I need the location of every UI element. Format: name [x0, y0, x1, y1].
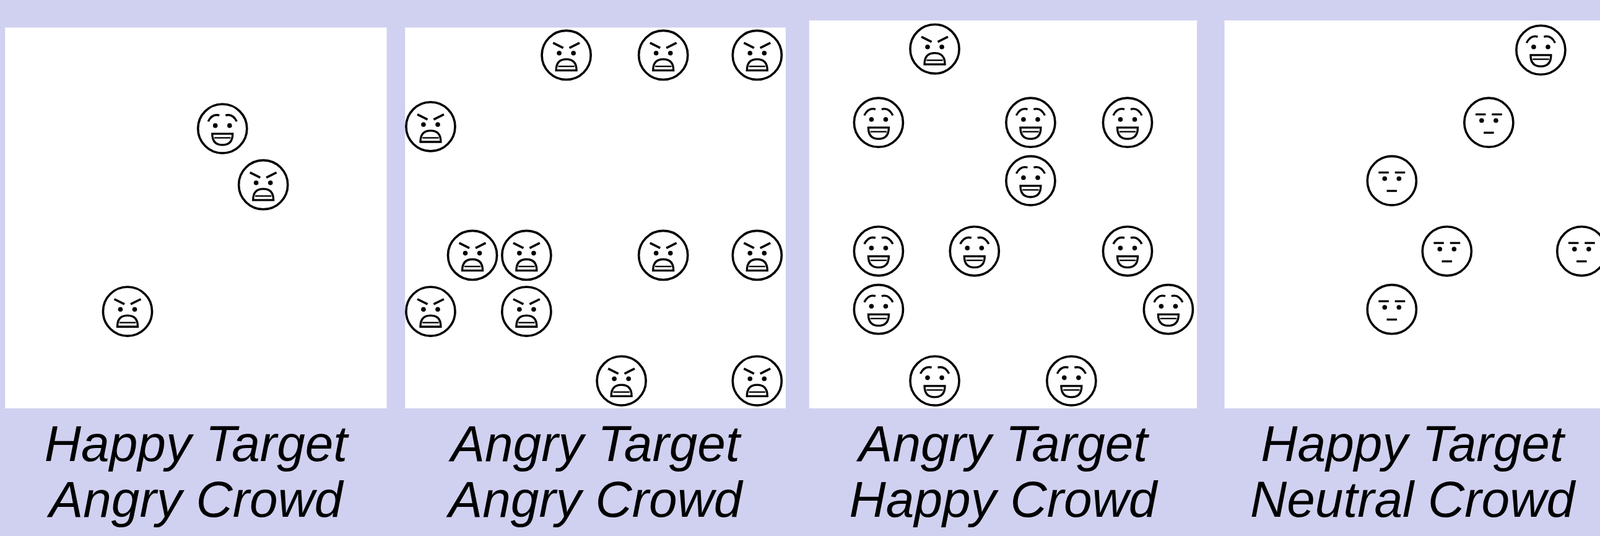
panel-ground — [1224, 20, 1600, 409]
angry-face — [639, 30, 688, 80]
angry-face — [502, 286, 552, 336]
happy-face — [198, 104, 248, 153]
neutral-face — [1422, 226, 1472, 276]
angry-face — [732, 30, 782, 80]
neutral-face — [1464, 97, 1514, 147]
angry-face — [541, 30, 591, 80]
angry-face — [102, 286, 152, 336]
angry-face — [639, 230, 688, 280]
angry-face — [239, 160, 288, 210]
condition-caption: Happy Target Angry Crowd — [4, 415, 387, 527]
angry-face — [732, 230, 782, 280]
happy-face — [1006, 156, 1056, 205]
angry-face — [447, 230, 497, 280]
angry-face — [406, 102, 456, 152]
condition-caption: Happy Target Neutral Crowd — [1224, 415, 1600, 527]
panel-ground — [809, 20, 1197, 409]
happy-face — [1516, 25, 1566, 75]
panel-ground — [4, 27, 387, 409]
happy-face — [1102, 97, 1152, 147]
angry-face — [502, 230, 552, 280]
happy-face — [1143, 284, 1193, 334]
stimulus-panel: Angry Target Angry Crowd — [404, 27, 786, 409]
stimulus-panel: Happy Target Angry Crowd — [4, 27, 387, 409]
happy-face — [910, 356, 960, 405]
happy-face — [1047, 356, 1096, 405]
neutral-face — [1367, 284, 1417, 334]
happy-face — [853, 97, 903, 147]
angry-face — [406, 286, 456, 336]
happy-face — [853, 226, 903, 276]
happy-face — [949, 226, 999, 276]
neutral-face — [1367, 156, 1417, 205]
happy-face — [1006, 97, 1056, 147]
stimulus-panel: Angry Target Happy Crowd — [809, 20, 1197, 409]
happy-face — [853, 284, 903, 334]
angry-face — [596, 356, 646, 405]
angry-face — [732, 356, 782, 405]
happy-face — [1102, 226, 1152, 276]
condition-caption: Angry Target Angry Crowd — [404, 415, 786, 527]
stimulus-panel: Happy Target Neutral Crowd — [1224, 20, 1600, 409]
neutral-face — [1557, 226, 1600, 276]
angry-face — [910, 24, 960, 74]
panel-ground — [404, 27, 786, 409]
condition-caption: Angry Target Happy Crowd — [809, 415, 1197, 527]
